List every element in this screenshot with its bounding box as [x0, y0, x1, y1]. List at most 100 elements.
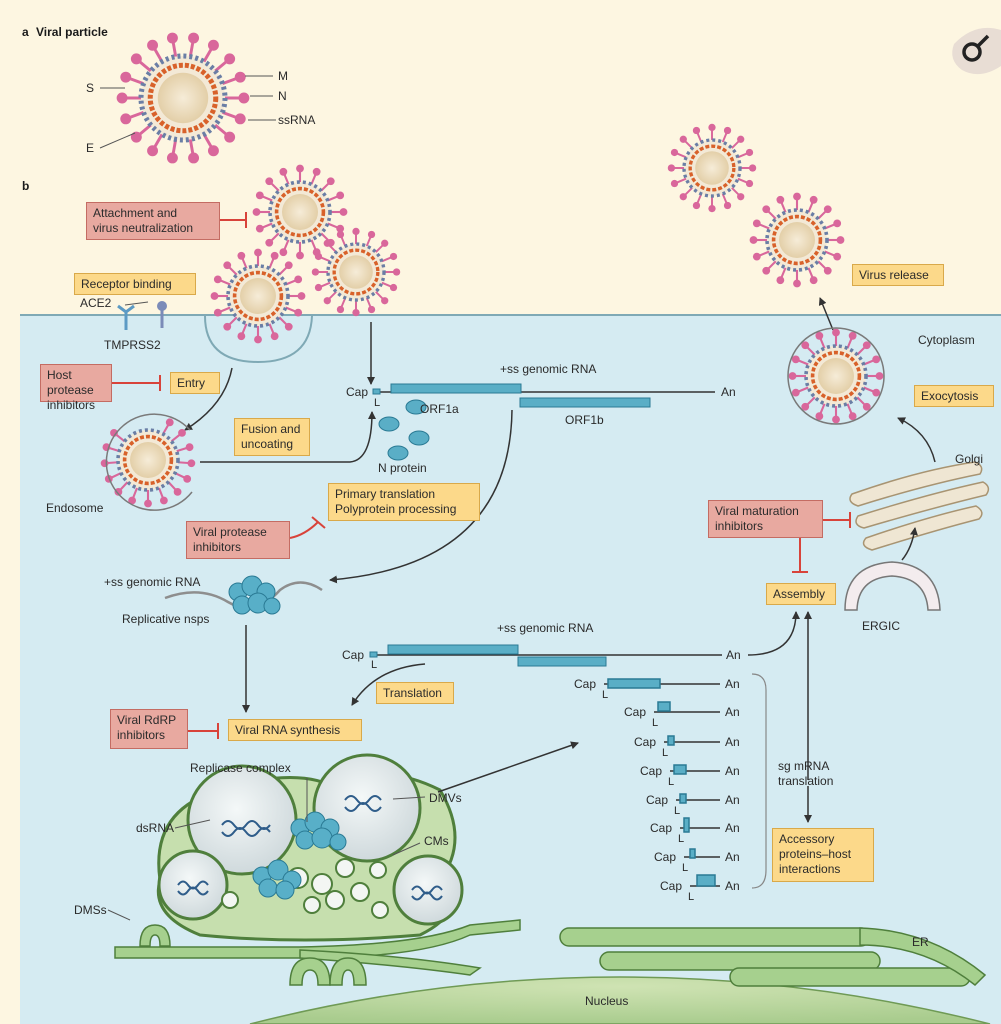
golgi-label: Golgi [955, 452, 983, 466]
sg-leader-label: L [678, 833, 684, 845]
accessory-proteins-box: Accessory proteins–host interactions [772, 828, 874, 882]
sg-mrna-5 [676, 793, 720, 804]
fusion-uncoating-box: Fusion and uncoating [234, 418, 310, 456]
nucleocapsid-label: N [278, 89, 287, 103]
n-protein-blobs [378, 399, 430, 461]
tmprss2-receptor [157, 301, 167, 328]
virion [210, 248, 306, 344]
viral-maturation-inhibitors-box: Viral maturation inhibitors [708, 500, 823, 538]
dmvs-label: DMVs [429, 791, 462, 805]
inhibition-lines [112, 212, 851, 739]
golgi [849, 461, 990, 551]
sg-an-label: An [725, 879, 740, 893]
ergic [844, 561, 941, 611]
sg-leader-label: L [688, 891, 694, 903]
genomic-rna-mid-label: +ss genomic RNA [497, 621, 593, 635]
replicative-nsps [164, 575, 323, 615]
cms-label: CMs [424, 834, 449, 848]
nucleus-label: Nucleus [585, 994, 628, 1008]
envelope-label: E [86, 141, 94, 155]
virion [100, 418, 196, 508]
sg-cap-label: Cap [660, 879, 682, 893]
sg-cap-label: Cap [624, 705, 646, 719]
sg-mrna-set [604, 678, 720, 887]
an-label-mid: An [726, 648, 741, 662]
sg-mrna-7 [684, 848, 720, 859]
sg-mrna-bracket [751, 673, 767, 889]
translation-box: Translation [376, 682, 454, 704]
sg-leader-label: L [668, 776, 674, 788]
sg-an-label: An [725, 764, 740, 778]
sg-cap-label: Cap [640, 764, 662, 778]
virion [252, 164, 348, 260]
viral-rna-synthesis-box: Viral RNA synthesis [228, 719, 362, 741]
replicase-complex-label: Replicase complex [190, 761, 291, 775]
virion [667, 123, 757, 213]
virion [116, 32, 250, 164]
genomic-rna-top-label: +ss genomic RNA [500, 362, 596, 376]
sg-mrna-3 [664, 735, 720, 746]
ace2-label: ACE2 [80, 296, 112, 310]
nucleus [249, 976, 991, 1024]
genomic-rna-top [372, 383, 715, 408]
endocytic-pit [204, 315, 313, 364]
sg-an-label: An [725, 850, 740, 864]
sg-mrna-4 [670, 764, 720, 775]
genomic-rna-left-label: +ss genomic RNA [104, 575, 200, 589]
sg-mrna-1 [604, 678, 720, 689]
sg-leader-label: L [652, 717, 658, 729]
sg-cap-label: Cap [634, 735, 656, 749]
tmprss2-label: TMPRSS2 [104, 338, 161, 352]
leader-label-top: L [374, 397, 380, 409]
virions [100, 32, 885, 511]
sg-an-label: An [725, 735, 740, 749]
endosome-membrane [105, 413, 193, 511]
ergic-label: ERGIC [862, 619, 900, 633]
orf1b-label: ORF1b [565, 413, 604, 427]
panel-a-label: a [22, 25, 29, 39]
replication-organelle [156, 753, 464, 942]
primary-translation-box: Primary translation Polyprotein processi… [328, 483, 480, 521]
sg-leader-label: L [674, 805, 680, 817]
cytoplasm-label: Cytoplasm [918, 333, 975, 347]
replicative-nsps-label: Replicative nsps [122, 612, 209, 626]
sg-leader-label: L [682, 862, 688, 874]
dmss-label: DMSs [74, 903, 107, 917]
panel-b-label: b [22, 179, 29, 193]
virus-release-box: Virus release [852, 264, 944, 286]
entry-box: Entry [170, 372, 220, 394]
endosome-label: Endosome [46, 501, 104, 515]
sg-an-label: An [725, 793, 740, 807]
cap-label-mid: Cap [342, 648, 364, 662]
leader-label-mid: L [371, 659, 377, 671]
ace2-receptor [117, 304, 135, 330]
dsrna-label: dsRNA [136, 821, 174, 835]
sg-mrna-6 [680, 817, 720, 833]
assembly-box: Assembly [766, 583, 836, 605]
sg-an-label: An [725, 677, 740, 691]
sg-cap-label: Cap [574, 677, 596, 691]
viral-protease-inhibitors-box: Viral protease inhibitors [186, 521, 290, 559]
receptor-binding-box: Receptor binding [74, 273, 196, 295]
sg-leader-label: L [662, 747, 668, 759]
panel-a-title: Viral particle [36, 25, 108, 39]
cap-label-top: Cap [346, 385, 368, 399]
exocytic-vesicle [787, 327, 885, 425]
ssrna-label: ssRNA [278, 113, 315, 127]
an-label-top: An [721, 385, 736, 399]
sg-cap-label: Cap [650, 821, 672, 835]
sg-an-label: An [725, 705, 740, 719]
pathway-arrows [184, 297, 936, 823]
sg-mrna-8 [690, 874, 720, 887]
viral-rdrp-inhibitors-box: Viral RdRP inhibitors [110, 709, 188, 749]
n-protein-label: N protein [378, 461, 427, 475]
sg-cap-label: Cap [646, 793, 668, 807]
er-label: ER [912, 935, 929, 949]
sg-leader-label: L [602, 689, 608, 701]
virion [788, 328, 884, 424]
sg-mrna-2 [654, 701, 720, 713]
er-network [114, 919, 987, 987]
exocytosis-box: Exocytosis [914, 385, 994, 407]
